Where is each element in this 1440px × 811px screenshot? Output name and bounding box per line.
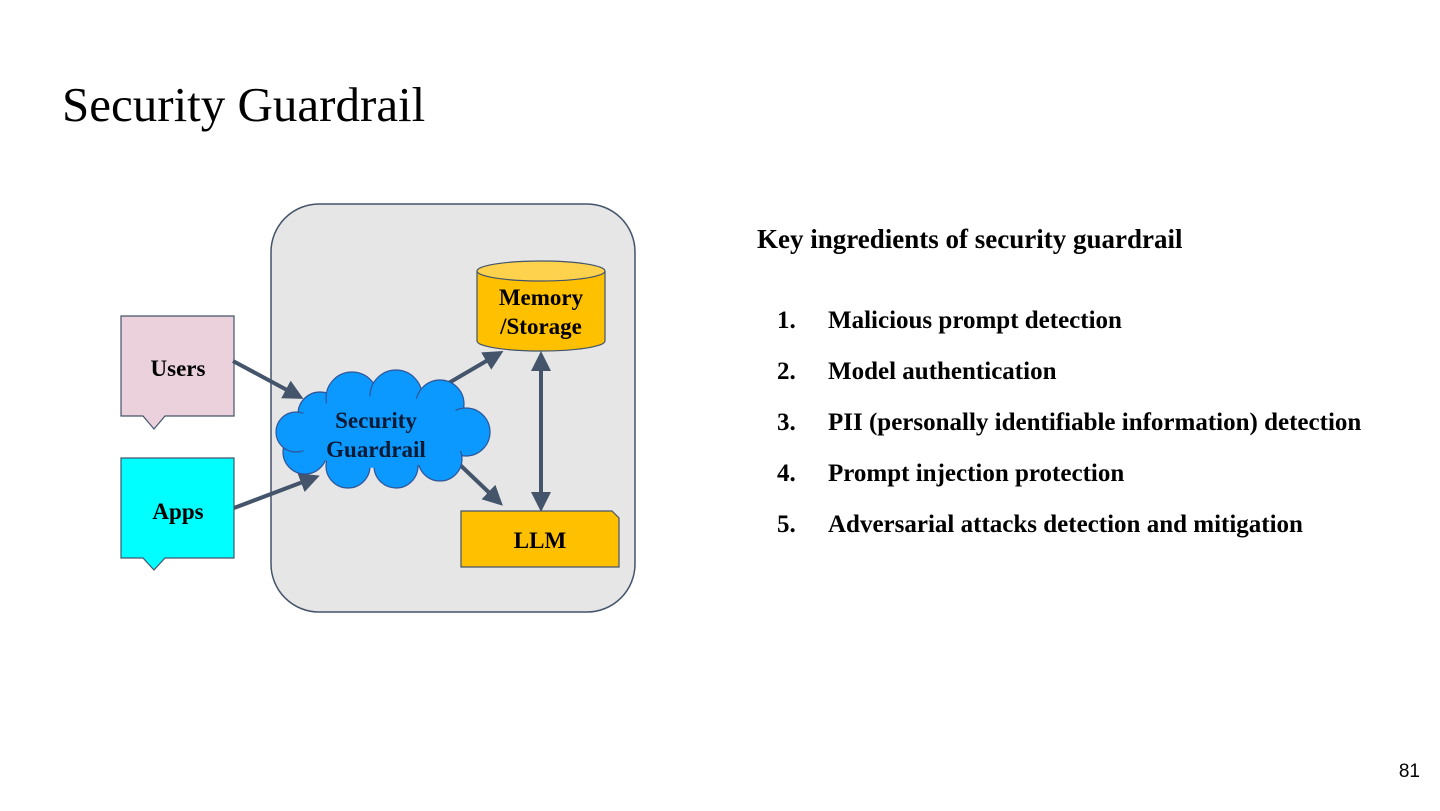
ingredient-number: 1. <box>777 307 796 335</box>
ingredient-number: 3. <box>777 409 796 437</box>
ingredients-panel: Key ingredients of security guardrail 1.… <box>757 222 1397 550</box>
memory-label-line1: Memory <box>499 285 584 310</box>
llm-label: LLM <box>514 528 567 553</box>
arrow-users-to-guardrail <box>232 359 304 399</box>
ingredient-item: 2. Model authentication <box>757 346 1397 397</box>
ingredient-item: 1. Malicious prompt detection <box>757 295 1397 346</box>
ingredient-number: 5. <box>777 511 796 539</box>
ingredient-item: 5. Adversarial attacks detection and mit… <box>757 499 1397 550</box>
ingredient-text: Prompt injection protection <box>828 460 1125 488</box>
slide-title: Security Guardrail <box>62 77 426 132</box>
apps-node: Apps <box>120 457 235 571</box>
ingredient-text: PII (personally identifiable information… <box>828 409 1362 437</box>
arrow-guardrail-to-llm <box>455 460 503 506</box>
ingredient-text: Adversarial attacks detection and mitiga… <box>828 511 1303 539</box>
guardrail-label-line2: Guardrail <box>326 437 426 462</box>
ingredient-item: 4. Prompt injection protection <box>757 448 1397 499</box>
guardrail-label-line1: Security <box>335 408 417 433</box>
memory-storage-node: Memory /Storage <box>476 260 606 352</box>
ingredient-list: 1. Malicious prompt detection 2. Model a… <box>757 295 1397 550</box>
guardrail-diagram: Users Apps Security Guardrail Memor <box>120 203 636 613</box>
ingredient-item: 3. PII (personally identifiable informat… <box>757 397 1397 448</box>
memory-label-line2: /Storage <box>499 314 582 339</box>
ingredients-heading: Key ingredients of security guardrail <box>757 224 1183 254</box>
page-number: 81 <box>1398 761 1420 782</box>
users-node: Users <box>120 315 235 430</box>
arrow-apps-to-guardrail <box>233 473 320 510</box>
ingredient-number: 2. <box>777 358 796 386</box>
ingredient-text: Malicious prompt detection <box>828 307 1122 335</box>
users-label: Users <box>151 356 206 381</box>
arrow-guardrail-to-memory <box>445 350 504 386</box>
ingredient-number: 4. <box>777 460 796 488</box>
llm-node: LLM <box>460 510 620 568</box>
ingredient-text: Model authentication <box>828 358 1057 386</box>
apps-label: Apps <box>152 499 203 524</box>
security-guardrail-cloud: Security Guardrail <box>275 369 491 489</box>
